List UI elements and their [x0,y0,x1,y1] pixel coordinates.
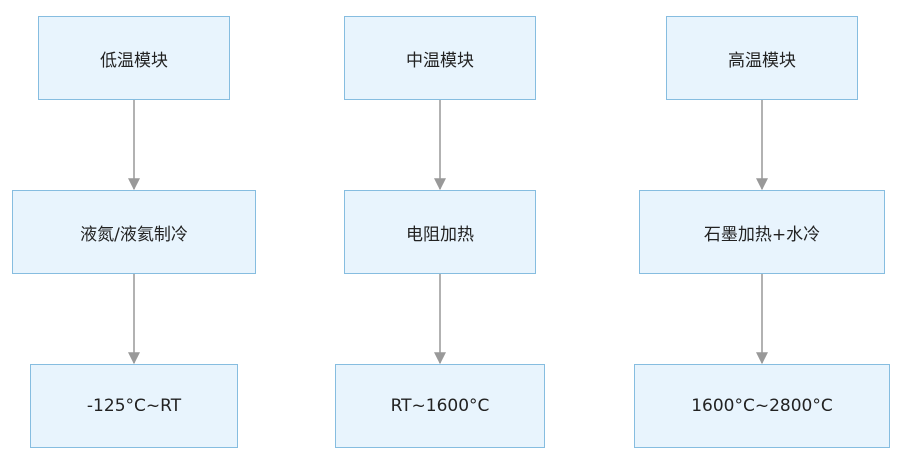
node-low-temp-range: -125°C~RT [30,364,238,448]
node-mid-temp-module: 中温模块 [344,16,536,100]
node-high-temp-module: 高温模块 [666,16,858,100]
node-low-temp-module: 低温模块 [38,16,230,100]
node-high-temp-method: 石墨加热+水冷 [639,190,885,274]
node-label: 低温模块 [100,50,168,71]
node-label: 中温模块 [406,50,474,71]
node-label: 高温模块 [728,50,796,71]
node-label: 石墨加热+水冷 [703,224,821,245]
node-label: RT~1600°C [390,396,490,416]
node-label: 液氮/液氦制冷 [80,224,188,245]
node-mid-temp-range: RT~1600°C [335,364,545,448]
node-label: -125°C~RT [86,396,182,416]
node-low-temp-method: 液氮/液氦制冷 [12,190,256,274]
node-high-temp-range: 1600°C~2800°C [634,364,890,448]
node-label: 1600°C~2800°C [691,396,833,416]
node-mid-temp-method: 电阻加热 [344,190,536,274]
node-label: 电阻加热 [406,224,474,245]
